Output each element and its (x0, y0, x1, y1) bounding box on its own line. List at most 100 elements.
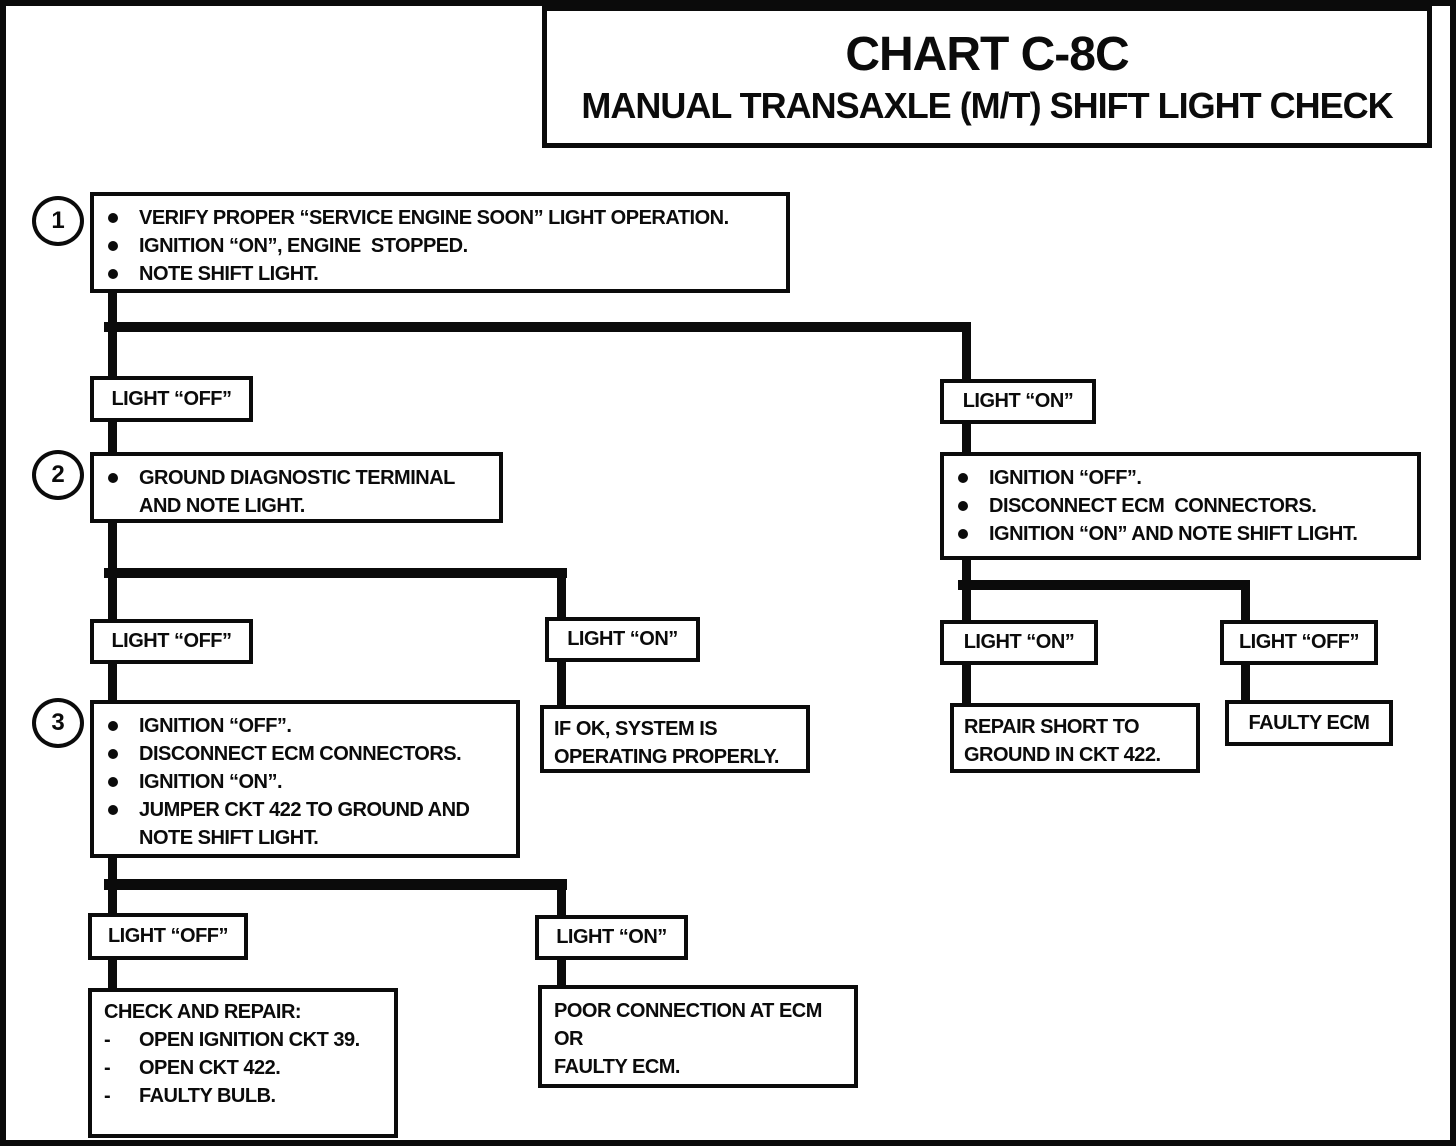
connector-line (108, 292, 117, 332)
bullet-text: IGNITION “ON”, ENGINE STOPPED. (139, 235, 468, 257)
bullet-icon (108, 749, 118, 759)
result-text-line: POOR CONNECTION AT ECM (554, 1000, 822, 1022)
connector-line (1241, 580, 1250, 622)
bullet-icon (108, 721, 118, 731)
instruction-box-ecm-check: IGNITION “OFF”. DISCONNECT ECM CONNECTOR… (940, 452, 1421, 560)
bullet-text: IGNITION “ON” AND NOTE SHIFT LIGHT. (989, 523, 1358, 545)
dash-text: FAULTY BULB. (139, 1085, 276, 1107)
bullet-text: VERIFY PROPER “SERVICE ENGINE SOON” LIGH… (139, 207, 729, 229)
node-label: LIGHT “OFF” (111, 630, 232, 652)
dash-item: - OPEN CKT 422. (104, 1054, 386, 1082)
bullet-text: DISCONNECT ECM CONNECTORS. (139, 743, 462, 765)
bullet-text: GROUND DIAGNOSTIC TERMINAL AND NOTE LIGH… (139, 467, 459, 517)
connector-line (108, 958, 117, 990)
result-box-repair-short: REPAIR SHORT TO GROUND IN CKT 422. (950, 703, 1200, 773)
connector-line (962, 422, 971, 454)
bullet-row: DISCONNECT ECM CONNECTORS. (108, 740, 510, 768)
bullet-text: IGNITION “ON”. (139, 771, 283, 793)
connector-line (958, 580, 1250, 590)
step-number: 3 (51, 709, 65, 736)
bullet-row: IGNITION “ON”. (108, 768, 510, 796)
dash-marker: - (104, 1029, 111, 1051)
bullet-text: IGNITION “OFF”. (139, 715, 292, 737)
connector-line (108, 568, 117, 621)
connector-line (104, 322, 971, 332)
dash-text: OPEN IGNITION CKT 39. (139, 1029, 360, 1051)
connector-line (557, 879, 566, 917)
connector-line (557, 660, 566, 707)
chart-subtitle: MANUAL TRANSAXLE (M/T) SHIFT LIGHT CHECK (581, 85, 1393, 126)
dash-text: OPEN CKT 422. (139, 1057, 281, 1079)
result-text-line: FAULTY ECM. (554, 1056, 680, 1078)
bullet-icon (108, 805, 118, 815)
dash-item: - OPEN IGNITION CKT 39. (104, 1026, 386, 1054)
light-off-node-right: LIGHT “OFF” (1220, 620, 1378, 665)
result-text: IF OK, SYSTEM IS OPERATING PROPERLY. (554, 718, 780, 768)
light-on-node-mid: LIGHT “ON” (545, 617, 700, 662)
instruction-box-step3: IGNITION “OFF”. DISCONNECT ECM CONNECTOR… (90, 700, 520, 858)
bullet-icon (108, 241, 118, 251)
light-off-node-mid: LIGHT “OFF” (90, 619, 253, 664)
connector-line (104, 568, 567, 578)
result-box-check-repair: CHECK AND REPAIR: - OPEN IGNITION CKT 39… (88, 988, 398, 1138)
step-badge-3: 3 (32, 698, 84, 748)
result-text-line: OR (554, 1028, 584, 1050)
node-label: LIGHT “ON” (556, 926, 667, 948)
light-on-node-bottom: LIGHT “ON” (535, 915, 688, 960)
bullet-row: VERIFY PROPER “SERVICE ENGINE SOON” LIGH… (108, 204, 780, 232)
light-on-node-right: LIGHT “ON” (940, 620, 1098, 665)
result-text: REPAIR SHORT TO GROUND IN CKT 422. (964, 716, 1161, 766)
light-off-node-bottom: LIGHT “OFF” (88, 913, 248, 960)
bullet-icon (958, 529, 968, 539)
result-box-system-ok: IF OK, SYSTEM IS OPERATING PROPERLY. (540, 705, 810, 773)
chart-title: CHART C-8C (845, 28, 1129, 81)
connector-line (962, 558, 971, 590)
bullet-row: IGNITION “ON”, ENGINE STOPPED. (108, 232, 780, 260)
node-label: LIGHT “ON” (962, 390, 1074, 412)
connector-line (108, 521, 117, 578)
step-number: 1 (51, 207, 65, 234)
connector-line (108, 856, 117, 890)
connector-line (104, 879, 567, 890)
dash-marker: - (104, 1085, 111, 1107)
step-badge-1: 1 (32, 196, 84, 246)
dash-item: - FAULTY BULB. (104, 1082, 386, 1110)
bullet-row: GROUND DIAGNOSTIC TERMINAL AND NOTE LIGH… (108, 464, 493, 520)
bullet-text: IGNITION “OFF”. (989, 467, 1142, 489)
connector-line (1241, 663, 1250, 700)
instruction-box-step1: VERIFY PROPER “SERVICE ENGINE SOON” LIGH… (90, 192, 790, 293)
light-off-node-top: LIGHT “OFF” (90, 376, 253, 422)
check-repair-heading: CHECK AND REPAIR: (104, 1001, 302, 1023)
step-number: 2 (51, 461, 65, 488)
node-label: LIGHT “ON” (963, 631, 1075, 653)
connector-line (962, 663, 971, 705)
bullet-row: JUMPER CKT 422 TO GROUND AND NOTE SHIFT … (108, 796, 510, 852)
light-on-node-top: LIGHT “ON” (940, 379, 1096, 424)
node-label: LIGHT “OFF” (111, 387, 232, 410)
connector-line (557, 958, 566, 987)
result-box-poor-connection: POOR CONNECTION AT ECM OR FAULTY ECM. (538, 985, 858, 1088)
bullet-text: DISCONNECT ECM CONNECTORS. (989, 495, 1317, 517)
connector-line (962, 322, 971, 381)
bullet-text: NOTE SHIFT LIGHT. (139, 263, 319, 285)
bullet-row: IGNITION “OFF”. (108, 712, 510, 740)
result-text: FAULTY ECM (1248, 711, 1370, 734)
connector-line (108, 662, 117, 702)
node-label: LIGHT “OFF” (107, 925, 229, 947)
connector-line (557, 568, 566, 619)
bullet-icon (108, 213, 118, 223)
dash-marker: - (104, 1057, 111, 1079)
bullet-icon (108, 777, 118, 787)
node-label: LIGHT “OFF” (1238, 631, 1360, 653)
node-label: LIGHT “ON” (567, 628, 678, 650)
instruction-box-step2: GROUND DIAGNOSTIC TERMINAL AND NOTE LIGH… (90, 452, 503, 523)
bullet-text: JUMPER CKT 422 TO GROUND AND NOTE SHIFT … (139, 799, 475, 849)
connector-line (962, 580, 971, 622)
bullet-icon (108, 473, 118, 483)
result-box-faulty-ecm: FAULTY ECM (1225, 700, 1393, 746)
bullet-row: IGNITION “ON” AND NOTE SHIFT LIGHT. (958, 520, 1411, 548)
connector-line (108, 322, 117, 378)
title-box: CHART C-8C MANUAL TRANSAXLE (M/T) SHIFT … (542, 6, 1432, 148)
bullet-icon (958, 473, 968, 483)
